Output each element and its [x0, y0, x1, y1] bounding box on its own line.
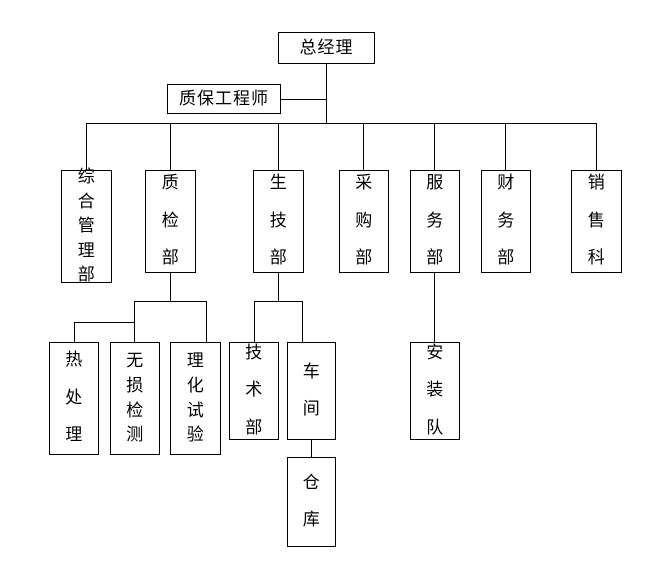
node-warehouse-label: 仓 库 [302, 472, 321, 530]
node-finance-dept[interactable]: 财 务 部 [481, 170, 531, 273]
connector-drop-finance [505, 123, 506, 171]
node-quality-inspection-dept-label: 质 检 部 [161, 173, 180, 269]
node-purchasing-dept-label: 采 购 部 [355, 173, 373, 269]
node-phys-chem-test[interactable]: 理 化 试 验 [170, 342, 221, 455]
connector-main-bus [86, 123, 597, 124]
connector-gm-trunk [326, 63, 327, 123]
node-installation-team-label: 安 装 队 [426, 342, 444, 438]
node-service-dept-label: 服 务 部 [426, 173, 444, 269]
connector-production-tech-bus [254, 301, 303, 302]
connector-drop-sales [596, 123, 597, 171]
connector-drop-phys-chem [206, 301, 207, 342]
node-technology-dept[interactable]: 技 术 部 [229, 342, 279, 440]
node-production-tech-dept-label: 生 技 部 [269, 173, 288, 269]
connector-drop-installation-team [434, 272, 435, 342]
node-phys-chem-test-label: 理 化 试 验 [186, 351, 205, 446]
connector-heat-treatment-step-down [134, 301, 135, 323]
connector-drop-general-admin [86, 123, 87, 171]
node-service-dept[interactable]: 服 务 部 [410, 170, 460, 273]
node-sales-section-label: 销 售 科 [587, 173, 606, 269]
node-heat-treatment[interactable]: 热 处 理 [49, 342, 99, 455]
node-purchasing-dept[interactable]: 采 购 部 [339, 170, 389, 273]
connector-quality-inspection-trunk [170, 272, 171, 302]
connector-drop-heat-treatment [74, 322, 75, 342]
node-general-admin-dept-label: 综 合 管 理 部 [77, 166, 96, 286]
connector-heat-treatment-step-left [74, 322, 135, 323]
node-workshop-label: 车 间 [302, 361, 321, 419]
node-sales-section[interactable]: 销 售 科 [571, 170, 622, 273]
node-qa-engineer[interactable]: 质保工程师 [167, 84, 281, 114]
connector-qa-engineer-link [280, 99, 327, 100]
connector-drop-service [434, 123, 435, 171]
node-qa-engineer-label: 质保工程师 [179, 88, 269, 109]
connector-drop-purchasing [363, 123, 364, 171]
node-warehouse[interactable]: 仓 库 [287, 457, 336, 547]
node-general-manager-label: 总经理 [299, 37, 354, 58]
connector-quality-inspection-bus [134, 301, 207, 302]
connector-drop-workshop [302, 301, 303, 342]
node-heat-treatment-label: 热 处 理 [65, 350, 83, 446]
node-quality-inspection-dept[interactable]: 质 检 部 [145, 170, 196, 273]
node-ndt-inspection-label: 无 损 检 测 [126, 351, 144, 446]
node-workshop[interactable]: 车 间 [287, 342, 336, 440]
node-general-admin-dept[interactable]: 综 合 管 理 部 [61, 167, 112, 285]
connector-drop-production-tech [278, 123, 279, 171]
node-technology-dept-label: 技 术 部 [245, 342, 263, 438]
node-ndt-inspection[interactable]: 无 损 检 测 [110, 342, 160, 455]
connector-drop-technology [254, 301, 255, 342]
connector-drop-quality-inspection [170, 123, 171, 171]
node-general-manager[interactable]: 总经理 [278, 32, 375, 64]
node-finance-dept-label: 财 务 部 [497, 173, 515, 269]
connector-drop-warehouse [311, 440, 312, 457]
connector-production-tech-trunk [278, 272, 279, 302]
node-installation-team[interactable]: 安 装 队 [410, 342, 460, 440]
node-production-tech-dept[interactable]: 生 技 部 [253, 170, 304, 273]
